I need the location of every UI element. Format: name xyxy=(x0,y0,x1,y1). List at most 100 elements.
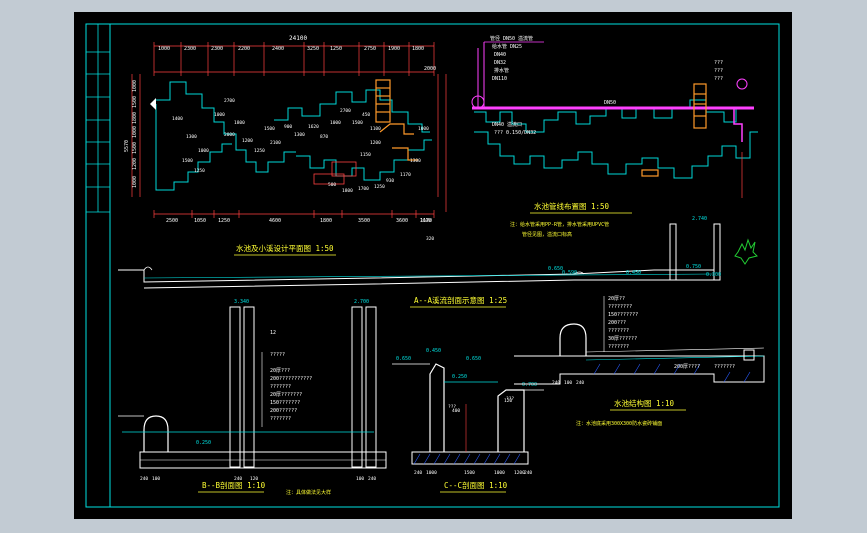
cc-dim: 1500 xyxy=(464,470,475,476)
bb-dim: 240 xyxy=(368,476,376,482)
plan-dim-label: 320 xyxy=(426,236,434,242)
aa-level: 0.750 xyxy=(686,264,701,270)
bb-layer: 12 xyxy=(270,330,276,336)
detail-water-line xyxy=(585,355,765,361)
left-dim-label: 1000 xyxy=(132,176,138,188)
bb-column-right-a xyxy=(351,306,363,468)
overflow-box xyxy=(313,173,345,185)
aa-level: 0.300 xyxy=(706,272,721,278)
top-dim-label: 1000 xyxy=(158,46,170,52)
plan-dim-label: 2700 xyxy=(224,98,235,104)
plan-dim-label: 930 xyxy=(386,178,394,184)
plan-dim-label: 1000 xyxy=(214,112,225,118)
cc-level: 0.650 xyxy=(396,356,411,362)
plan-dim-label: 450 xyxy=(362,112,370,118)
bb-dim: 100 xyxy=(356,476,364,482)
cc-level: 0.650 xyxy=(466,356,481,362)
aa-wall-right xyxy=(713,223,721,281)
stream-outline-upper xyxy=(274,89,430,133)
outer-frame xyxy=(85,23,780,508)
stepping-stones xyxy=(375,79,418,161)
aa-level: 0.650 xyxy=(548,266,563,272)
plan-dim-label: 1200 xyxy=(242,138,253,144)
cc-wall-right xyxy=(497,389,525,452)
bb-dimension-labels: 240 100 240 120 100 240 xyxy=(140,476,376,482)
pipe-steps xyxy=(641,83,707,177)
bb-dim: 120 xyxy=(250,476,258,482)
top-dim-label: 1800 xyxy=(412,46,424,52)
aa-rocks xyxy=(143,266,585,275)
detail-layer: 200厚???? xyxy=(674,364,700,370)
overall-dim: 24100 xyxy=(289,35,307,42)
bb-layer: 200??????????? xyxy=(270,376,312,382)
bottom-dim-label: 2500 xyxy=(166,218,178,224)
plan-dim-label: 1300 xyxy=(186,134,197,140)
cc-dim: 240 xyxy=(524,470,532,476)
pipe-label: 给水管 DN25 xyxy=(492,43,522,50)
bb-edge-cap xyxy=(143,415,169,452)
plan-dim-label: 2100 xyxy=(270,140,281,146)
detail-layer: ???????? xyxy=(608,304,632,310)
plan-dim-label: 1700 xyxy=(358,186,369,192)
bb-dim: 240 xyxy=(234,476,242,482)
plan-dim-label: 900 xyxy=(284,124,292,130)
cc-dim: 240 xyxy=(414,470,422,476)
bb-dim: 240 xyxy=(140,476,148,482)
plan-dim-label: 1300 xyxy=(410,158,421,164)
left-dim-label: 1200 xyxy=(132,158,138,170)
plan-dim-label: 1100 xyxy=(370,126,381,132)
detail-edge-block xyxy=(743,349,755,361)
aa-water-line xyxy=(143,273,715,279)
bb-layer: ??????? xyxy=(270,416,291,422)
plan-pool-title: 水池及小溪设计平面图 1:50 xyxy=(236,243,334,253)
detail-base xyxy=(514,355,765,385)
detail-dim: 240 xyxy=(576,380,584,386)
bb-level: 0.250 xyxy=(196,440,211,446)
detail-note: 注：水池底采用300X300防水瓷砖铺面 xyxy=(576,420,662,427)
detail-layer: 30厚?????? xyxy=(608,336,637,342)
cc-level: 0.450 xyxy=(426,348,441,354)
detail-hatch xyxy=(593,363,751,383)
cc-hatch xyxy=(413,453,521,465)
plan-dim-label: 1170 xyxy=(400,172,411,178)
top-dim-label: 2300 xyxy=(211,46,223,52)
aa-plant-symbol xyxy=(734,238,758,265)
pipe-note-2: 管径见图，溢流口标高 xyxy=(522,231,572,238)
left-dim-label: 1500 xyxy=(132,96,138,108)
dim-ticks xyxy=(153,42,435,218)
plan-dim-label: 870 xyxy=(320,134,328,140)
bb-dim: 100 xyxy=(152,476,160,482)
pool-edge-detail-view: 20厚??????????150???????200??????????30厚?… xyxy=(514,296,765,427)
bb-layer: 20厚??? xyxy=(270,368,290,374)
left-dim-label: 1000 xyxy=(132,126,138,138)
bb-column-left-a xyxy=(229,306,241,468)
bb-layer: 200?????? xyxy=(270,408,297,414)
pipe-dim-main: DN50 xyxy=(604,100,616,106)
cc-dim: 1000 xyxy=(426,470,437,476)
plan-dim-label: 1300 xyxy=(294,132,305,138)
bb-layer-callouts: 12?????20厚???200??????????????????20厚???… xyxy=(270,330,312,422)
top-dim-label: 1900 xyxy=(388,46,400,52)
aa-level: 2.740 xyxy=(692,216,707,222)
cc-wall-left xyxy=(429,363,445,452)
cc-layer-callouts: ?????? xyxy=(448,396,514,410)
aa-wall-left xyxy=(669,223,677,281)
cc-dim: 400 xyxy=(452,408,460,414)
top-dim-label: 2000 xyxy=(424,66,436,72)
plan-dim-label: 1250 xyxy=(374,184,385,190)
bottom-dim-label: 1800 xyxy=(320,218,332,224)
plan-dim-label: 1800 xyxy=(234,120,245,126)
top-dim-label: 1250 xyxy=(330,46,342,52)
section-cc-title: C--C剖面图 1:10 xyxy=(444,480,508,490)
bottom-dim-label: 3600 xyxy=(396,218,408,224)
pipe-label: 管径 DN50 溢流管 xyxy=(490,35,533,42)
top-dim-label: 2400 xyxy=(272,46,284,52)
plan-dim-label: 1500 xyxy=(182,158,193,164)
cc-dim: 1200 xyxy=(514,470,525,476)
